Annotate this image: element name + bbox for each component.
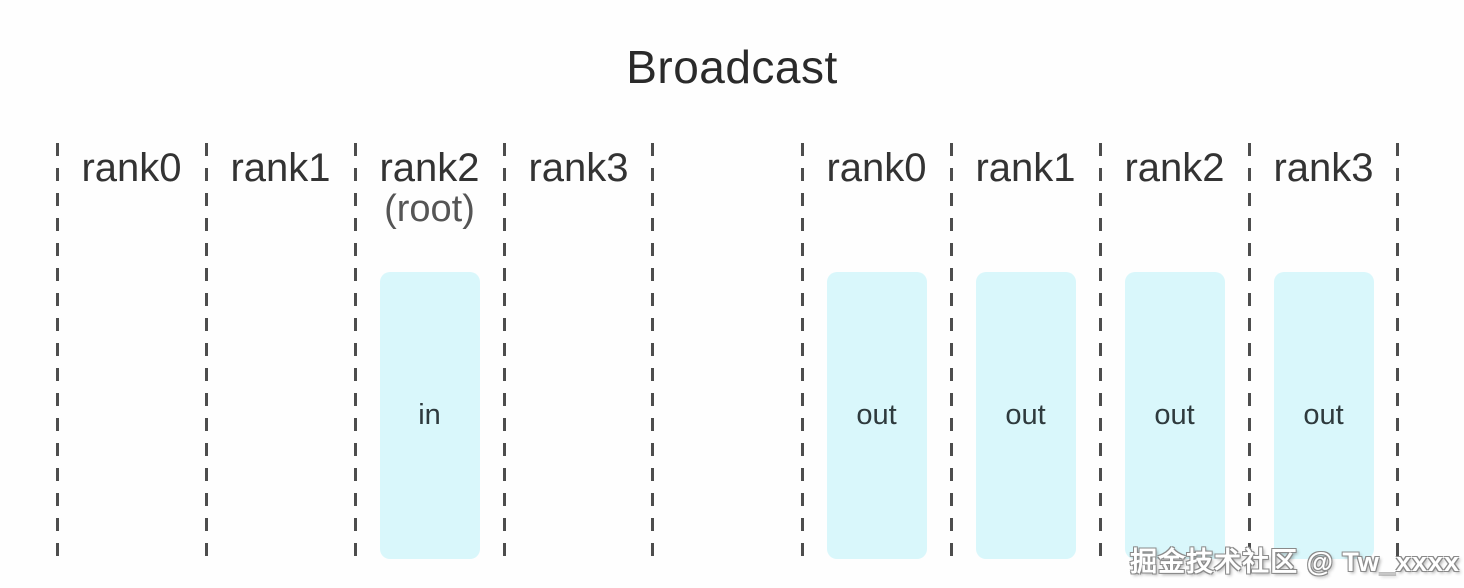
input-rank-group: rank0 rank1 rank2 (root) in rank3 bbox=[56, 143, 654, 560]
rank-label: rank0 bbox=[826, 146, 927, 190]
output-rank-group: rank0 out rank1 out rank2 out rank3 out bbox=[801, 143, 1399, 560]
in-buffer-label: in bbox=[418, 399, 441, 431]
dashed-separator bbox=[1396, 143, 1399, 560]
out-buffer-box: out bbox=[826, 272, 927, 559]
out-buffer-box: out bbox=[975, 272, 1076, 559]
diagram-title: Broadcast bbox=[626, 41, 838, 93]
rank-label: rank1 bbox=[230, 146, 331, 190]
rank-label: rank2 bbox=[379, 146, 480, 190]
out-buffer-box: out bbox=[1273, 272, 1374, 559]
dashed-separator bbox=[801, 143, 804, 560]
out-buffer-box: out bbox=[1124, 272, 1225, 559]
in-buffer-box: in bbox=[379, 272, 480, 559]
rank-label: rank3 bbox=[528, 146, 629, 190]
lane-rank2-input: rank2 (root) in bbox=[355, 143, 504, 560]
out-buffer-label: out bbox=[1303, 399, 1344, 431]
out-buffer-label: out bbox=[856, 399, 897, 431]
dashed-separator bbox=[1248, 143, 1251, 560]
rank-label: rank0 bbox=[81, 146, 182, 190]
lane-rank2-output: rank2 out bbox=[1100, 143, 1249, 560]
dashed-separator bbox=[354, 143, 357, 560]
community-watermark: 掘金技术社区 @ Tw_xxxx bbox=[1130, 547, 1460, 577]
dashed-separator bbox=[56, 143, 59, 560]
rank-label: rank3 bbox=[1273, 146, 1374, 190]
rank-label: rank2 bbox=[1124, 146, 1225, 190]
dashed-separator bbox=[205, 143, 208, 560]
rank-label: rank1 bbox=[975, 146, 1076, 190]
dashed-separator bbox=[1099, 143, 1102, 560]
dashed-separator bbox=[950, 143, 953, 560]
dashed-separator bbox=[503, 143, 506, 560]
dashed-separator bbox=[651, 143, 654, 560]
lane-rank1-input: rank1 bbox=[206, 143, 355, 560]
root-sublabel: (root) bbox=[384, 188, 475, 230]
lane-rank3-input: rank3 bbox=[504, 143, 653, 560]
lane-rank3-output: rank3 out bbox=[1249, 143, 1398, 560]
lane-rank0-input: rank0 bbox=[57, 143, 206, 560]
out-buffer-label: out bbox=[1005, 399, 1046, 431]
lane-rank1-output: rank1 out bbox=[951, 143, 1100, 560]
lane-rank0-output: rank0 out bbox=[802, 143, 951, 560]
out-buffer-label: out bbox=[1154, 399, 1195, 431]
